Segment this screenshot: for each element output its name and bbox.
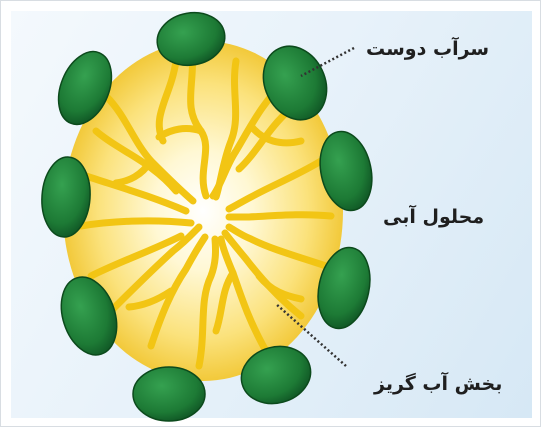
head-6: [133, 367, 205, 421]
label-hydrophilic-head: سرآب دوست: [366, 38, 489, 60]
label-aqueous-solution: محلول آبی: [383, 206, 484, 228]
tail-16: [229, 215, 331, 217]
label-hydrophobic-part: بخش آب گریز: [374, 373, 502, 395]
